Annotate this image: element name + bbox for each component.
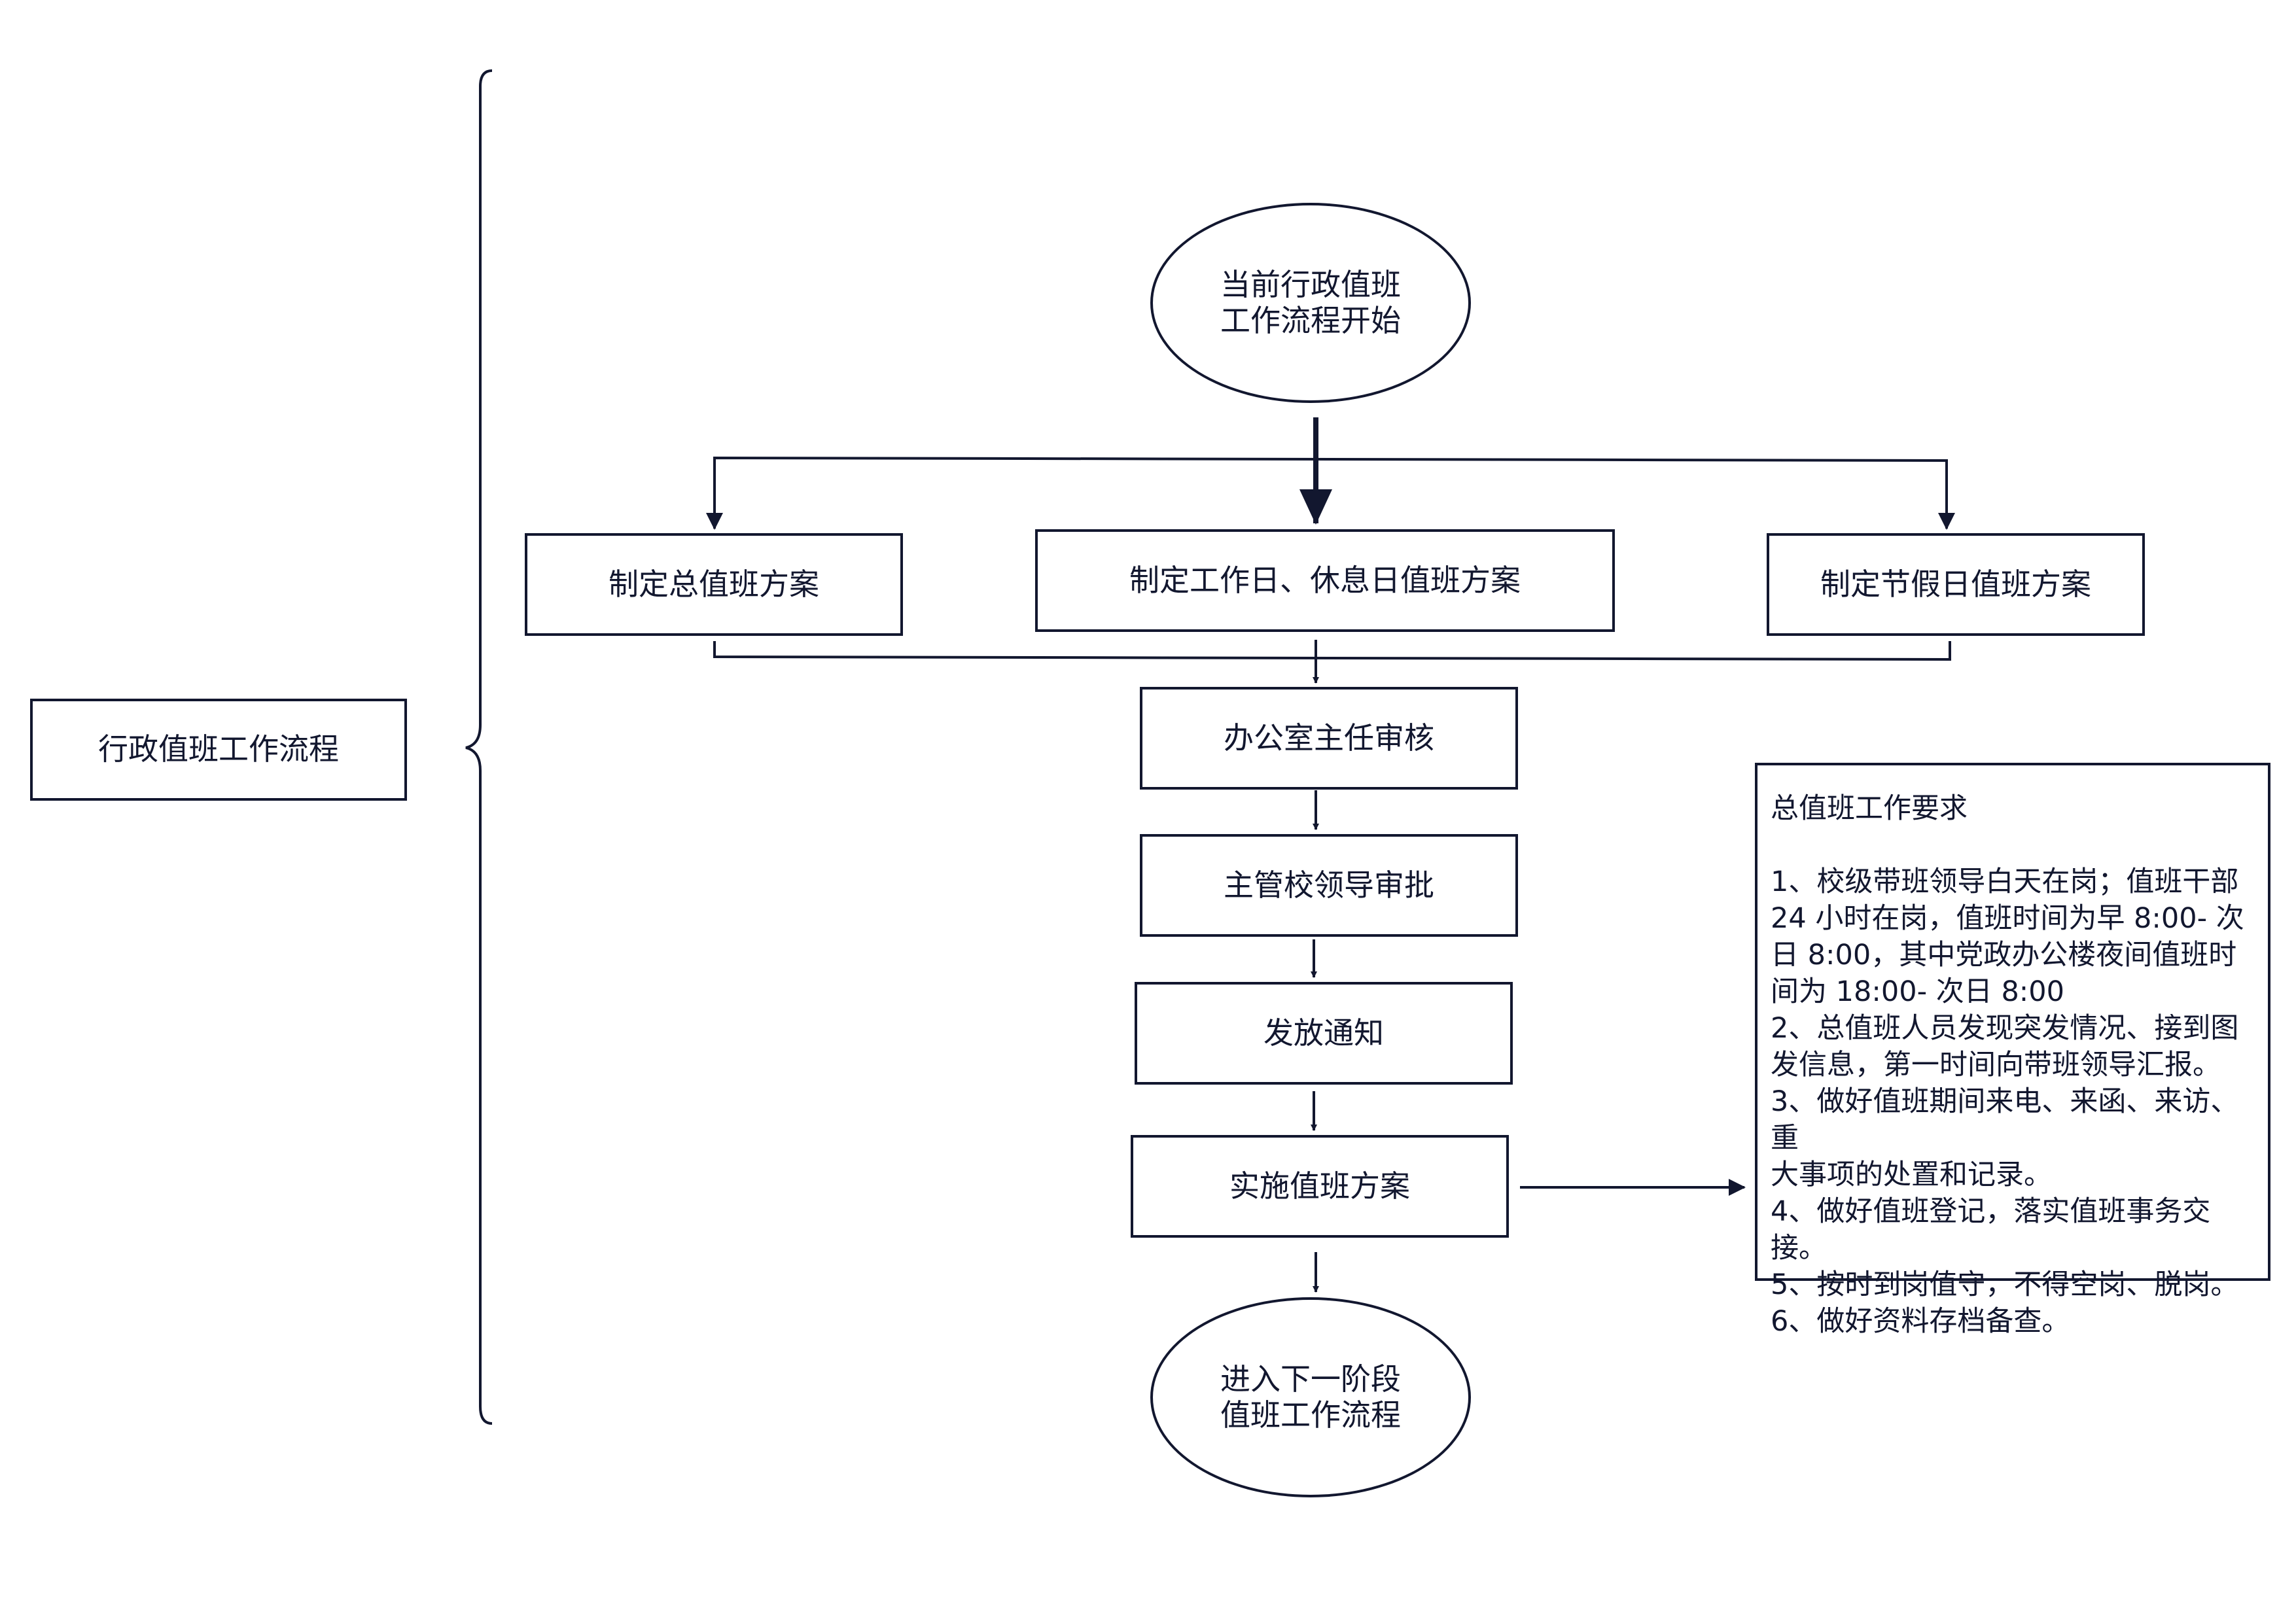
left-title-text: 行政值班工作流程 [98,731,339,767]
start-ellipse: 当前行政值班 工作流程开始 [1150,203,1471,403]
requirements-line: 发信息，第一时间向带班领导汇报。 [1771,1049,2221,1081]
requirements-line: 日 8:00，其中党政办公楼夜间值班时 [1771,939,2237,971]
step-approve-text: 主管校领导审批 [1224,867,1434,903]
requirements-title: 总值班工作要求 [1771,792,1968,825]
split-line [713,456,1948,527]
requirements-line: 1、校级带班领导白天在岗；值班干部 [1771,865,2239,898]
requirements-line: 4、做好值班登记，落实值班事务交接。 [1771,1195,2211,1265]
requirements-line: 3、做好值班期间来电、来函、来访、重 [1771,1085,2239,1155]
requirements-line: 6、做好资料存档备查。 [1771,1305,2070,1338]
end-line-1: 进入下一阶段 [1220,1361,1401,1397]
step-implement-box: 实施值班方案 [1131,1135,1509,1238]
step-review-box: 办公室主任审核 [1140,687,1518,790]
plan-holiday-text: 制定节假日值班方案 [1820,566,2091,602]
requirements-line: 24 小时在岗，值班时间为早 8:00- 次 [1771,902,2244,935]
plan-general-box: 制定总值班方案 [525,533,903,636]
step-implement-text: 实施值班方案 [1229,1168,1410,1204]
plan-general-text: 制定总值班方案 [609,566,819,602]
requirements-line: 大事项的处置和记录。 [1771,1159,2052,1191]
requirements-line: 5、按时到岗值守，不得空岗、脱岗。 [1771,1268,2239,1301]
requirements-box: 总值班工作要求 1、校级带班领导白天在岗；值班干部 24 小时在岗，值班时间为早… [1755,763,2270,1338]
curly-brace [465,69,493,1425]
end-ellipse: 进入下一阶段 值班工作流程 [1150,1297,1471,1497]
step-notify-text: 发放通知 [1263,1015,1384,1051]
start-line-2: 工作流程开始 [1220,303,1401,338]
plan-workday-text: 制定工作日、休息日值班方案 [1129,562,1521,598]
plan-workday-box: 制定工作日、休息日值班方案 [1035,529,1615,632]
requirements-line: 间为 18:00- 次日 8:00 [1771,975,2065,1008]
end-line-2: 值班工作流程 [1220,1397,1401,1433]
left-title-box: 行政值班工作流程 [30,699,407,801]
merge-line [713,641,1951,661]
step-approve-box: 主管校领导审批 [1140,834,1518,937]
step-review-text: 办公室主任审核 [1224,720,1434,756]
requirements-line: 2、总值班人员发现突发情况、接到图 [1771,1012,2239,1045]
start-line-1: 当前行政值班 [1220,266,1401,302]
plan-holiday-box: 制定节假日值班方案 [1767,533,2145,636]
step-notify-box: 发放通知 [1135,982,1513,1085]
